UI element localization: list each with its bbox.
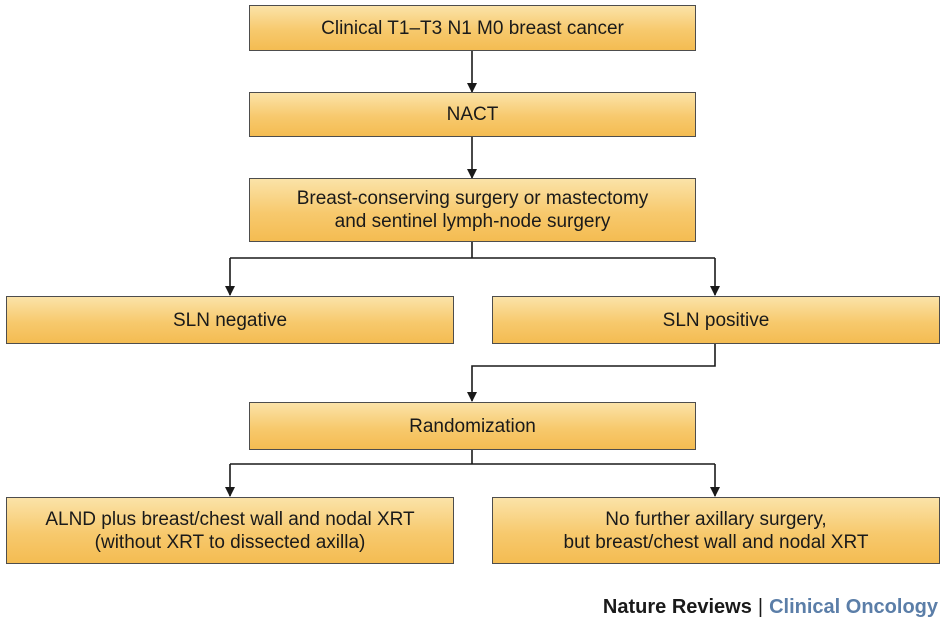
arrow-sln-positive-to-randomization — [467, 344, 716, 402]
node-clinical-presentation: Clinical T1–T3 N1 M0 breast cancer — [249, 5, 696, 51]
node-nact: NACT — [249, 92, 696, 137]
node-sln-negative: SLN negative — [6, 296, 454, 344]
node-sln-positive-label: SLN positive — [662, 309, 770, 331]
node-no-further-label-line-2: but breast/chest wall and nodal XRT — [563, 531, 869, 553]
journal-credit: Nature Reviews|Clinical Oncology — [603, 596, 938, 619]
branch-surgery-stem — [230, 242, 715, 259]
node-no-further-label-line-1: No further axillary surgery, — [605, 508, 827, 530]
node-randomization-label: Randomization — [409, 415, 536, 437]
node-sln-positive: SLN positive — [492, 296, 940, 344]
node-surgery-label-line-2: and sentinel lymph-node surgery — [334, 211, 611, 232]
node-no-further-surgery: No further axillary surgery, but breast/… — [492, 497, 940, 564]
branch-randomization-stem — [230, 450, 715, 465]
journal-name: Nature Reviews — [602, 596, 752, 618]
node-alnd-label-line-2: (without XRT to dissected axilla) — [94, 531, 366, 553]
node-surgery-label-line-1: Breast-conserving surgery or mastectomy — [296, 188, 649, 209]
node-sln-negative-label: SLN negative — [172, 309, 288, 331]
credit-separator: | — [757, 596, 764, 618]
node-randomization: Randomization — [249, 402, 696, 450]
node-alnd-label-line-1: ALND plus breast/chest wall and nodal XR… — [45, 508, 415, 530]
journal-section: Clinical Oncology — [769, 596, 938, 618]
node-alnd: ALND plus breast/chest wall and nodal XR… — [6, 497, 454, 564]
node-surgery: Breast-conserving surgery or mastectomy … — [249, 178, 696, 242]
node-nact-label: NACT — [446, 104, 499, 125]
node-clinical-label: Clinical T1–T3 N1 M0 breast cancer — [321, 17, 624, 39]
